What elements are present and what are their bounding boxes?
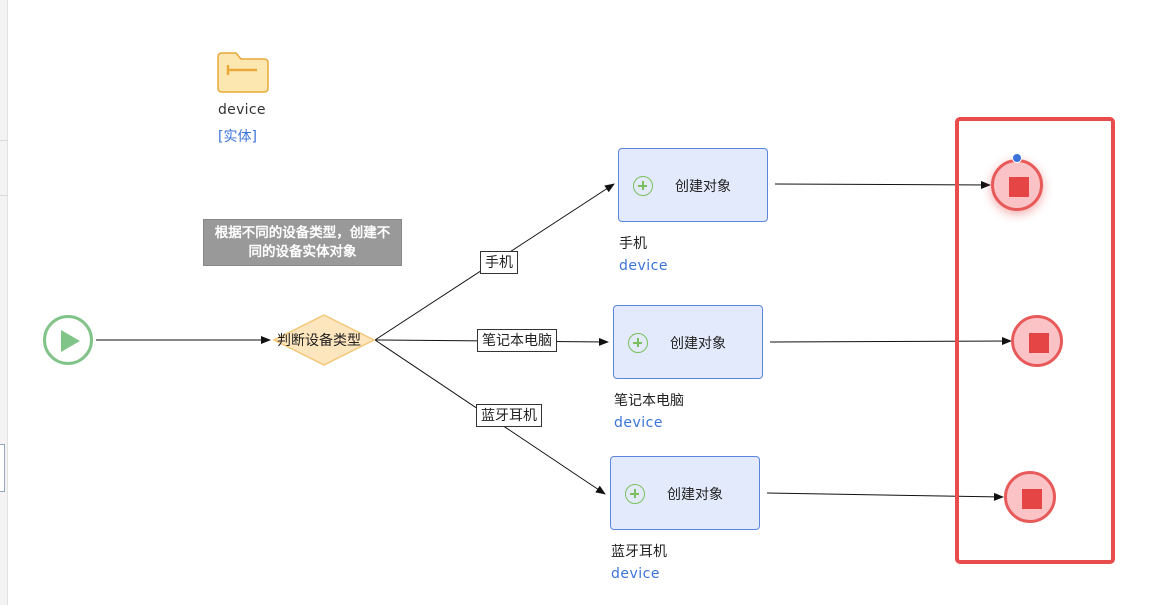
stop-icon bbox=[1009, 177, 1029, 197]
start-event[interactable] bbox=[43, 315, 93, 365]
annotation-text: 根据不同的设备类型，创建不同的设备实体对象 bbox=[214, 224, 391, 260]
gateway-label: 判断设备类型 bbox=[277, 333, 361, 349]
entity-folder[interactable] bbox=[217, 52, 269, 93]
stop-icon bbox=[1022, 489, 1042, 509]
edge-label-earphone[interactable]: 蓝牙耳机 bbox=[476, 404, 542, 427]
exclusive-gateway[interactable] bbox=[272, 314, 376, 366]
edge-task-earphone-to-end[interactable] bbox=[766, 492, 1004, 501]
plus-circle-icon bbox=[625, 484, 645, 504]
panel-divider bbox=[0, 140, 7, 141]
edge-label-laptop[interactable]: 笔记本电脑 bbox=[477, 329, 557, 352]
plus-circle-icon bbox=[628, 333, 648, 353]
task-entity-link[interactable]: device bbox=[611, 566, 660, 582]
task-create-object-phone[interactable]: 创建对象 bbox=[618, 148, 768, 222]
plus-circle-icon bbox=[633, 176, 653, 196]
task-name: 蓝牙耳机 bbox=[611, 544, 667, 560]
task-label: 创建对象 bbox=[675, 179, 731, 195]
folder-entity-icon bbox=[217, 52, 269, 93]
task-entity-link[interactable]: device bbox=[619, 258, 668, 274]
task-name: 手机 bbox=[619, 236, 647, 252]
selection-handle[interactable] bbox=[1012, 153, 1022, 163]
left-panel-strip bbox=[0, 0, 8, 605]
edge-task-laptop-to-end[interactable] bbox=[769, 337, 1012, 346]
task-label: 创建对象 bbox=[670, 336, 726, 352]
task-name: 笔记本电脑 bbox=[614, 393, 684, 409]
task-entity-link[interactable]: device bbox=[614, 415, 663, 431]
stop-icon bbox=[1029, 333, 1049, 353]
task-create-object-earphone[interactable]: 创建对象 bbox=[610, 456, 760, 530]
edge-label-phone[interactable]: 手机 bbox=[480, 251, 518, 274]
end-event[interactable] bbox=[1011, 315, 1063, 367]
annotation-note[interactable]: 根据不同的设备类型，创建不同的设备实体对象 bbox=[203, 219, 402, 266]
task-label: 创建对象 bbox=[667, 487, 723, 503]
entity-type-link[interactable]: [实体] bbox=[218, 129, 257, 145]
highlight-box bbox=[955, 117, 1115, 564]
end-event[interactable] bbox=[1004, 471, 1056, 523]
entity-name: device bbox=[218, 102, 266, 118]
task-create-object-laptop[interactable]: 创建对象 bbox=[613, 305, 763, 379]
play-icon bbox=[61, 330, 80, 352]
panel-divider bbox=[0, 195, 7, 196]
edge-task-phone-to-end[interactable] bbox=[774, 180, 991, 189]
panel-tab[interactable] bbox=[0, 444, 5, 492]
